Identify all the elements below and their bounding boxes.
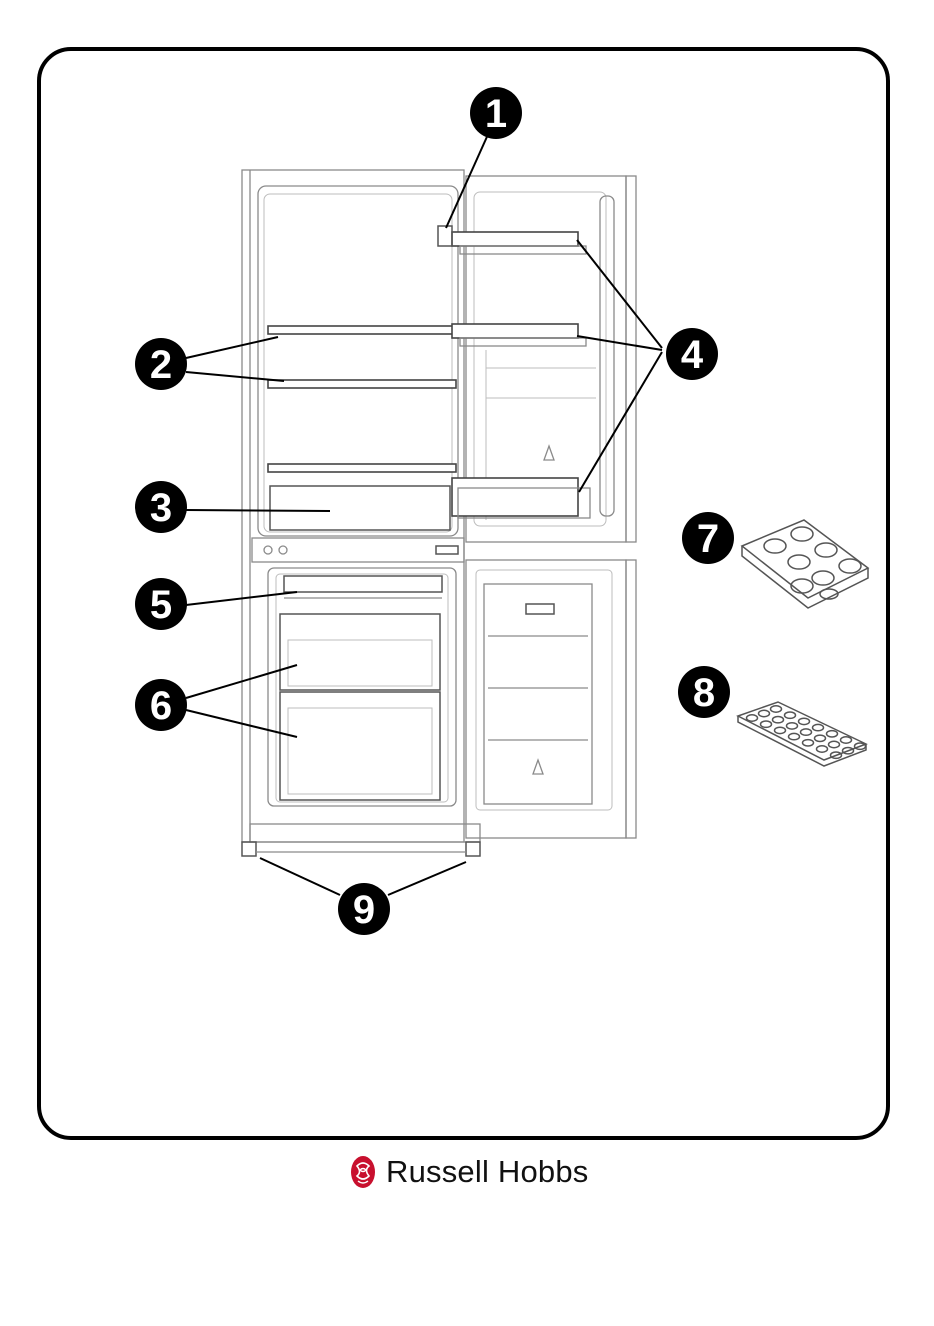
callout-1: 1 <box>470 87 522 139</box>
callout-3: 3 <box>135 481 187 533</box>
open-doors <box>438 176 636 838</box>
svg-text:4: 4 <box>681 333 704 377</box>
ice-cell <box>771 706 782 712</box>
brand-logo: Russell Hobbs <box>348 1152 588 1192</box>
egg-tray <box>742 520 868 608</box>
svg-text:1: 1 <box>485 92 507 136</box>
svg-text:8: 8 <box>693 671 715 715</box>
door-balcony <box>452 232 578 246</box>
led-light <box>438 226 452 246</box>
ice-cell <box>799 718 810 724</box>
svg-text:6: 6 <box>150 684 172 728</box>
callout-6: 6 <box>135 679 187 731</box>
fridge-cabinet <box>242 170 480 856</box>
ice-cell <box>827 731 838 737</box>
glass-shelf <box>268 380 456 388</box>
ice-cell <box>803 740 814 746</box>
ice-cell <box>829 741 840 747</box>
ice-cell <box>747 715 758 721</box>
svg-text:9: 9 <box>353 888 375 932</box>
ice-cell <box>801 729 812 735</box>
callout-7: 7 <box>682 512 734 564</box>
ice-cube-tray <box>738 702 866 766</box>
callout-5: 5 <box>135 578 187 630</box>
ice-cell <box>841 737 852 743</box>
ice-cell <box>817 746 828 752</box>
ice-cell <box>789 733 800 739</box>
ice-cell <box>787 723 798 729</box>
ice-cell <box>815 735 826 741</box>
callout-4: 4 <box>666 328 718 380</box>
rose-logo-icon <box>348 1154 378 1190</box>
adjustable-foot <box>466 842 480 856</box>
callout-9: 9 <box>338 883 390 935</box>
brand-name: Russell Hobbs <box>386 1154 588 1190</box>
door-balcony <box>452 478 578 516</box>
ice-cell <box>759 710 770 716</box>
svg-text:7: 7 <box>697 517 719 561</box>
crisper-cover <box>268 464 456 472</box>
door-balcony <box>452 324 578 338</box>
ice-cell <box>761 721 772 727</box>
ice-cell <box>785 712 796 718</box>
glass-shelf <box>268 326 456 334</box>
ice-cell <box>775 727 786 733</box>
callout-2: 2 <box>135 338 187 390</box>
adjustable-foot <box>242 842 256 856</box>
svg-text:5: 5 <box>150 583 172 627</box>
crisper-drawer <box>270 486 450 530</box>
ice-cell <box>813 724 824 730</box>
warning-icon <box>544 446 554 460</box>
ice-cell <box>773 717 784 723</box>
warning-icon <box>533 760 543 774</box>
svg-text:2: 2 <box>150 343 172 387</box>
svg-text:3: 3 <box>150 486 172 530</box>
callout-8: 8 <box>678 666 730 718</box>
